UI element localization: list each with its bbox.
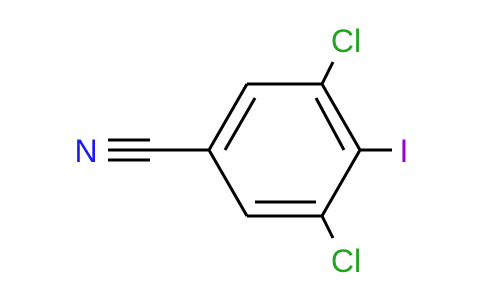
ring-bond-c1-c2 <box>207 83 249 151</box>
atom-label-chlorine-bottom: Cl <box>331 243 361 279</box>
bond-to-chlorine-bottom <box>320 215 335 239</box>
ring-bond-c3-c4 <box>320 83 362 151</box>
atom-label-nitrogen: N <box>74 133 97 169</box>
ring-inner-bond-c3-c4 <box>314 97 346 151</box>
ring-bond-c4-c5 <box>320 149 362 217</box>
ring-inner-bond-c1-c2 <box>223 97 257 151</box>
atom-label-chlorine-top: Cl <box>331 23 361 59</box>
bond-to-chlorine-top <box>320 61 335 85</box>
atom-label-iodine: I <box>400 133 409 169</box>
ring-bond-c6-c1 <box>207 149 249 217</box>
